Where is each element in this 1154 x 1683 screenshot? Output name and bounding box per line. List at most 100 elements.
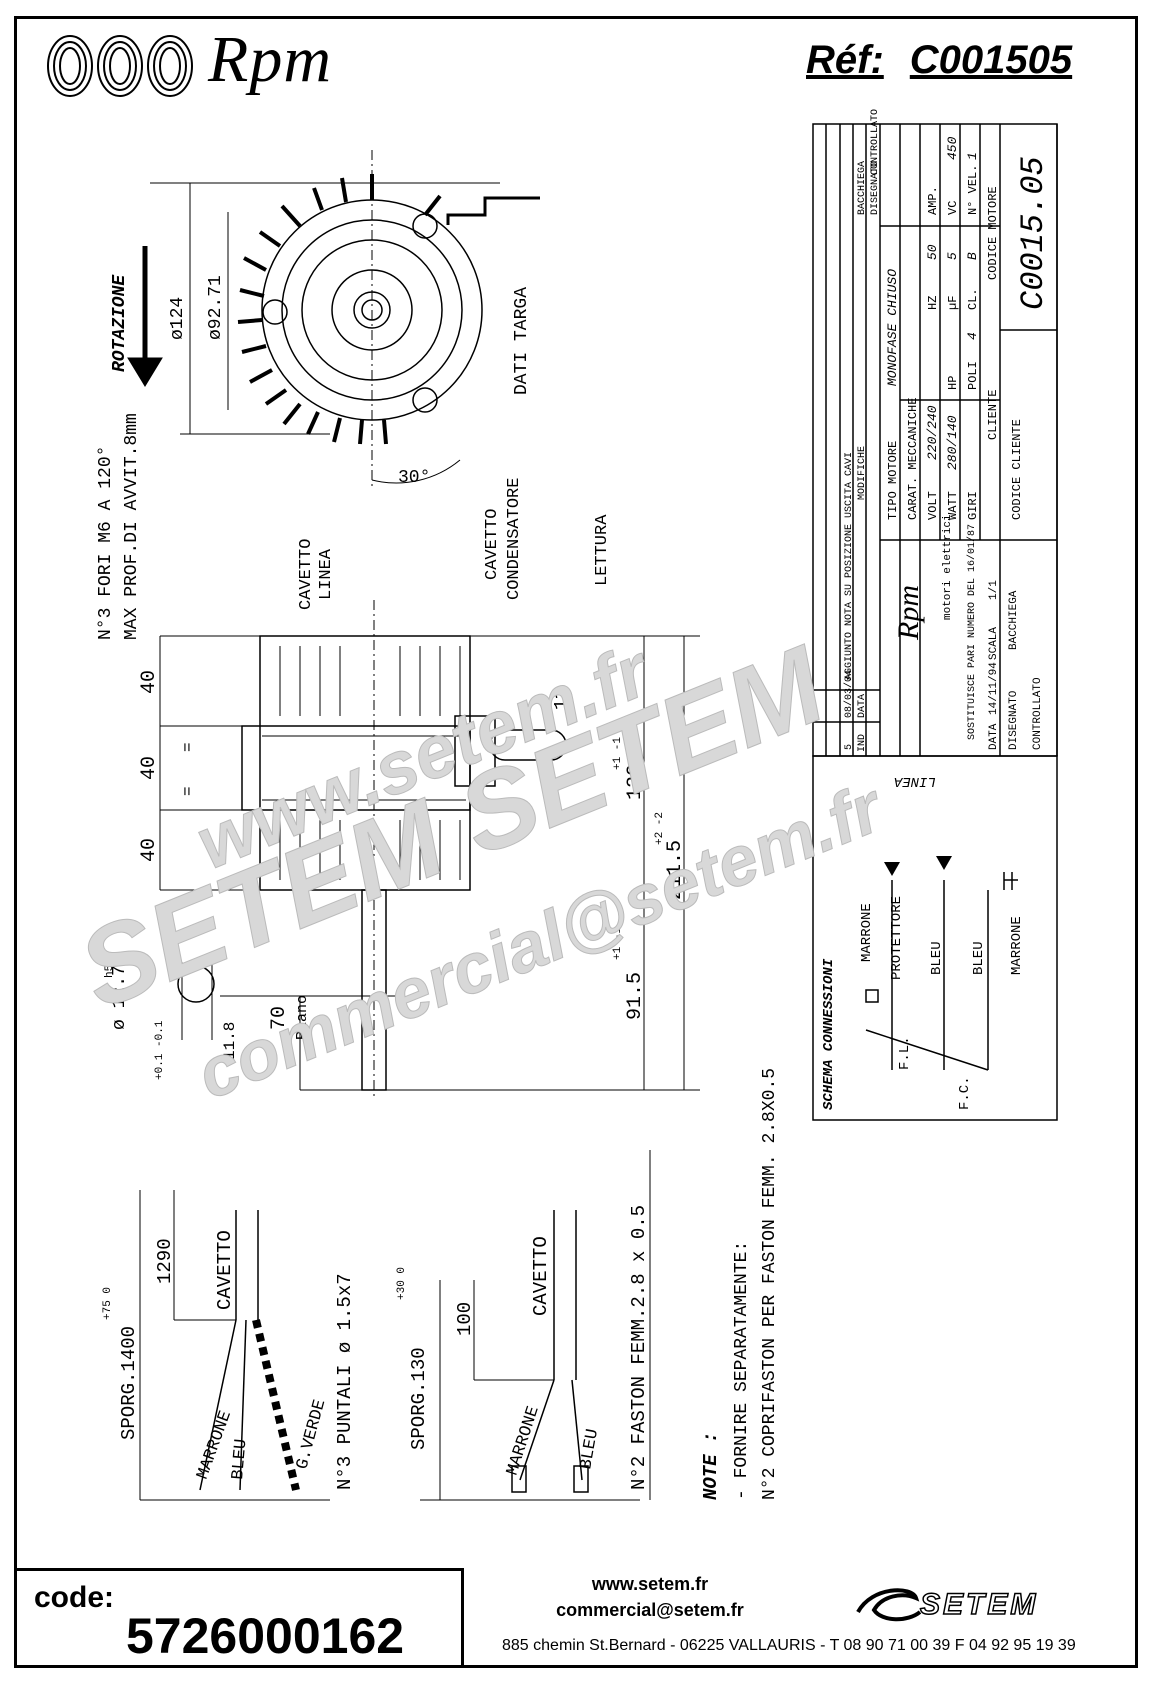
tb-disegnato: DISEGNATO: [870, 161, 881, 215]
tb-uf: µF: [946, 296, 960, 310]
rotation-arrow: [127, 246, 163, 387]
tb-giri: GIRI: [966, 491, 980, 520]
cables-drawing: [139, 1150, 651, 1501]
tb-volt: VOLT: [926, 491, 940, 520]
cavetto-linea-1: CAVETTO: [297, 539, 316, 610]
ref-value: C001505: [909, 38, 1073, 82]
schema-frame: [812, 755, 1058, 1121]
notes-line2: N°2 COPRIFASTON PER FASTON FEMM. 2.8X0.5: [760, 1068, 780, 1500]
tb-codice-cliente: CODICE CLIENTE: [1010, 419, 1024, 520]
dim-120: 120: [624, 764, 647, 800]
tb-rev5-text: AGGIUNTO NOTA SU POSIZIONE USCITA CAVI: [844, 452, 855, 680]
dim-2115: 211.5: [664, 840, 687, 900]
motor-front-view: [150, 150, 540, 490]
tol-120: +1 -1: [612, 737, 624, 770]
holes-note-1: N°3 FORI M6 A 120°: [96, 446, 116, 640]
tb-modifiche: MODIFICHE: [857, 446, 868, 500]
motor-side-view: [159, 600, 700, 1100]
bleu-a: BLEU: [229, 1438, 251, 1480]
code-box: code: 5726000162: [14, 1568, 464, 1668]
tb-volt-val: 220/240: [925, 405, 940, 460]
schema-title: SCHEMA CONNESSIONI: [821, 958, 837, 1110]
tb-bacchiega-1: BACCHIEGA: [857, 161, 868, 215]
schema-bleu-1: BLEU: [929, 941, 945, 975]
dim-d124: ø124: [168, 297, 188, 340]
tb-disegnato-2: DISEGNATO: [1008, 690, 1020, 750]
cavetto-a: CAVETTO: [214, 1230, 236, 1310]
tb-rev5-date: 08/03/04: [843, 670, 855, 718]
tb-data-val: 14/11/94: [988, 662, 1000, 715]
cavetto-b: CAVETTO: [530, 1236, 552, 1316]
sporg-130: SPORG.130: [408, 1347, 430, 1450]
cavetto-linea-2: LINEA: [317, 548, 336, 600]
tb-cl-val: B: [965, 252, 980, 260]
tb-hp: HP: [946, 376, 960, 390]
dim-118: 11.8: [221, 1022, 239, 1060]
tol-915: +1 -1: [612, 927, 624, 960]
tb-hz: HZ: [926, 296, 940, 310]
eq-2: =: [179, 786, 197, 796]
schema-linea: LINEA: [894, 773, 936, 789]
dim-40c: 40: [138, 838, 161, 862]
tb-watt-val: 280/140: [945, 415, 960, 470]
dim-40a: 40: [138, 670, 161, 694]
tb-cliente: CLIENTE: [986, 390, 1000, 440]
schema-marrone-1: MARRONE: [859, 903, 875, 962]
footer-email-link[interactable]: commercial@setem.fr: [556, 1600, 744, 1620]
title-block-frame: [812, 123, 1058, 757]
tol-127: h5: [104, 965, 116, 978]
tb-rpm-sub: motori elettrici: [942, 514, 954, 620]
tb-amp: AMP.: [926, 186, 940, 215]
setem-logo-swoosh-icon: [856, 1588, 922, 1622]
dim-40b: 40: [138, 756, 161, 780]
tb-cl: CL.: [966, 288, 980, 310]
puntali: N°3 PUNTALI ø 1.5x7: [334, 1273, 356, 1490]
brand-logo-text: Rpm: [208, 23, 332, 96]
schema-bleu-2: BLEU: [971, 941, 987, 975]
tb-tipo-val: MONOFASE CHIUSO: [885, 269, 900, 386]
code-value: 5726000162: [126, 1608, 405, 1664]
tol-2115: +2 -2: [654, 812, 666, 845]
page-frame: [14, 16, 1138, 1668]
tb-data: DATA: [988, 723, 1000, 750]
marrone-b: MARRONE: [504, 1404, 544, 1478]
dati-targa-label: DATI TARGA: [512, 287, 532, 395]
eq-1: =: [179, 742, 197, 752]
tb-carat: CARAT. MECCANICHE: [906, 398, 920, 520]
tol-118: +0.1 -0.1: [154, 1020, 166, 1080]
schema-fl: F.L.: [897, 1036, 913, 1070]
footer-website-link[interactable]: www.setem.fr: [591, 1574, 709, 1594]
tb-tipo-motore: TIPO MOTORE: [886, 441, 900, 520]
watermark: www.setem.fr SETEM SETEM commercial@sete…: [62, 621, 896, 1114]
schema-arrows: [884, 856, 952, 876]
lettura-label: LETTURA: [593, 514, 612, 586]
tb-watt: WATT: [946, 491, 960, 520]
holes-note-2: MAX PROF.DI AVVIT.8mm: [122, 413, 142, 640]
tb-scala-val: 1/1: [988, 580, 1000, 600]
tb-scala: SCALA: [988, 627, 1000, 660]
dim-127: ø 12.7: [110, 965, 130, 1030]
tb-controllato: CONTROLLATO: [870, 109, 881, 175]
g-verde: G.VERDE: [293, 1398, 330, 1472]
tb-codice-motore-val: C0015.05: [1015, 156, 1052, 310]
code-label: code:: [34, 1581, 115, 1614]
cavetto-cond-2: CONDENSATORE: [505, 478, 524, 600]
tb-vc-val: 450: [945, 136, 960, 160]
tb-controllato-2: CONTROLLATO: [1032, 677, 1044, 750]
dim-d9271: ø92.71: [206, 275, 226, 340]
tb-rev-data: DATA: [857, 694, 868, 718]
tb-rev5: 5: [844, 744, 855, 750]
schema-fc: F.C.: [957, 1076, 973, 1110]
bleu-b: BLEU: [577, 1428, 603, 1471]
notes-title: NOTE :: [700, 1432, 722, 1500]
notes-line1: - FORNIRE SEPARATAMENTE:: [732, 1241, 752, 1500]
faston-note: N°2 FASTON FEMM.2.8 x 0.5: [628, 1205, 650, 1490]
tb-nvel: N° VEL.: [966, 165, 980, 215]
cavetto-cond-1: CAVETTO: [483, 509, 502, 580]
piano-label: Piano: [294, 995, 311, 1040]
dim-70: 70: [268, 1006, 291, 1030]
dim-100: 100: [454, 1302, 476, 1336]
angle-30: 30°: [398, 468, 430, 488]
tb-rpm-brand: Rpm: [892, 585, 925, 641]
